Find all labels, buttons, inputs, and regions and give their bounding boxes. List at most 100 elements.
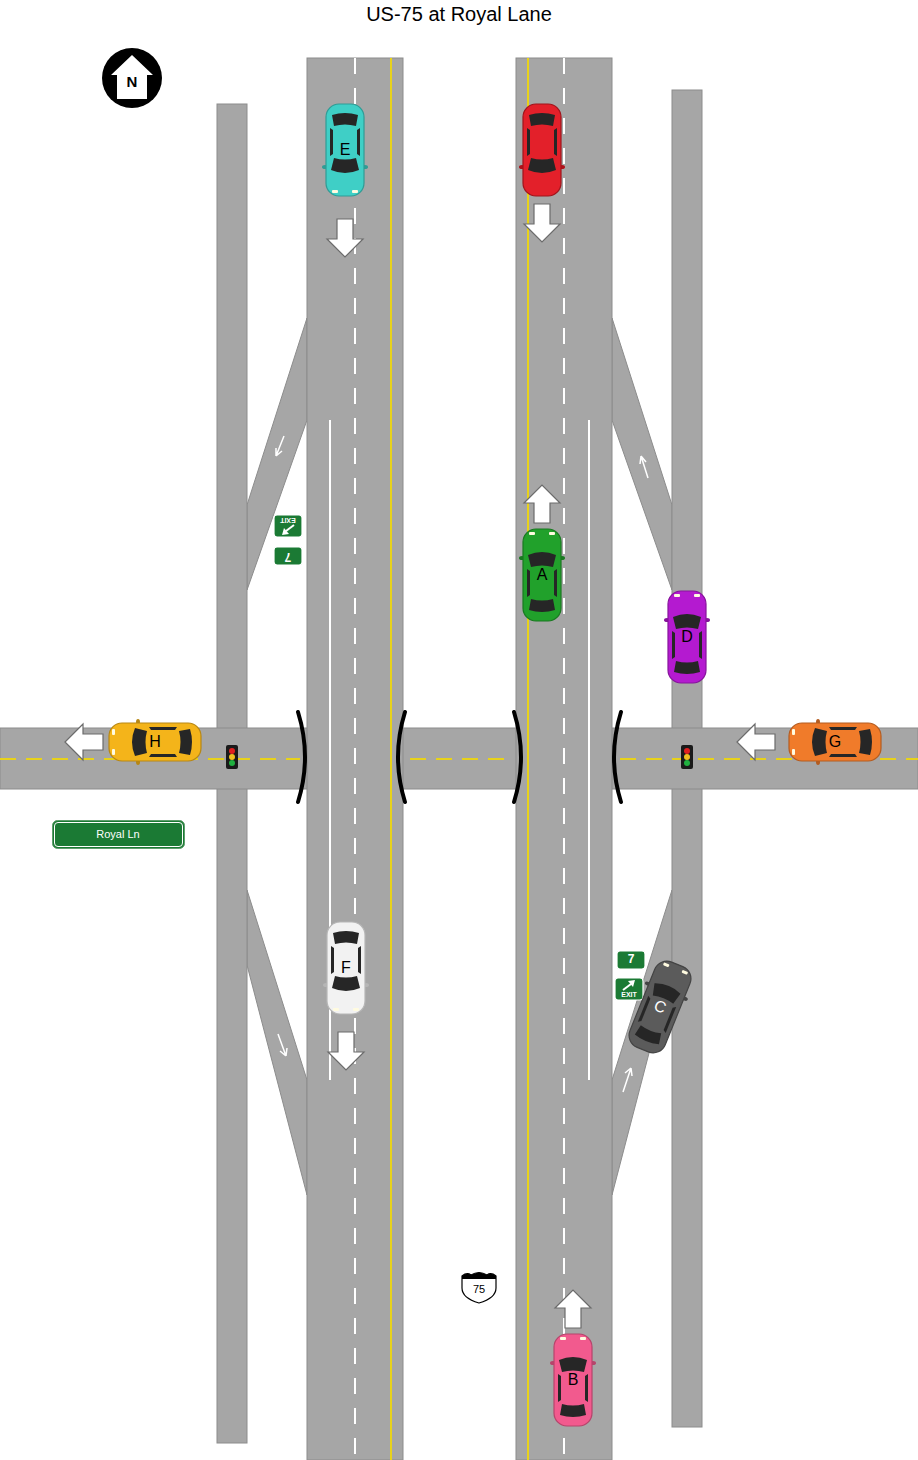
- shield-outline: [462, 1273, 496, 1304]
- car-letter: D: [681, 628, 693, 646]
- car-window: [560, 1404, 586, 1417]
- car-figure: [322, 104, 368, 196]
- car-light: [112, 749, 115, 755]
- lane-line: [588, 420, 590, 1080]
- ramp: [247, 318, 307, 590]
- car-window: [554, 569, 557, 597]
- car-body: [109, 723, 201, 761]
- exit-number-sign: 7: [616, 950, 646, 970]
- street-name: Royal Ln: [96, 828, 139, 840]
- car-light: [333, 1008, 339, 1011]
- car-body: [554, 1334, 592, 1426]
- car-window: [558, 1374, 561, 1402]
- car-marker: G: [787, 720, 883, 764]
- car-window: [330, 128, 333, 156]
- car-window: [529, 599, 555, 612]
- ramp-arrow: [276, 436, 284, 456]
- car-figure: [550, 1334, 596, 1426]
- ramp: [612, 318, 672, 590]
- car-window: [179, 729, 192, 755]
- car-figure: [109, 719, 201, 765]
- sign-panel: [615, 978, 643, 1000]
- car-window: [673, 614, 701, 629]
- car-window: [332, 976, 360, 991]
- car-window: [674, 661, 700, 674]
- car-window: [332, 113, 358, 126]
- route-number: 75: [473, 1283, 485, 1295]
- car-light: [332, 190, 338, 193]
- signal-light: [684, 748, 690, 754]
- car-letter: H: [149, 733, 161, 751]
- car-light: [792, 749, 795, 755]
- compass-disc: [102, 48, 162, 108]
- north-arrow: N: [101, 47, 163, 109]
- signal-light: [229, 748, 235, 754]
- ramp-arrow: [623, 1068, 632, 1092]
- car-body: [326, 104, 364, 196]
- signal-light: [229, 754, 235, 760]
- sign-border: [54, 822, 182, 846]
- ramp: [247, 890, 307, 1195]
- car-body: [327, 922, 365, 1014]
- car-window: [554, 128, 557, 156]
- bridge-bracket: [398, 712, 405, 802]
- traffic-signals: [226, 745, 693, 769]
- car-marker: E: [323, 102, 367, 198]
- car-light: [529, 532, 535, 535]
- road-surfaces: [0, 58, 918, 1460]
- car-letter: A: [537, 566, 548, 584]
- car-window: [638, 996, 651, 1023]
- bridge-brackets: [298, 712, 621, 802]
- sign-text: 7: [628, 953, 635, 966]
- sign-text: EXIT: [621, 991, 637, 999]
- sign-panel: [617, 951, 645, 969]
- car-window: [859, 729, 872, 755]
- direction-arrows: [65, 204, 775, 1328]
- ramp-arrow: [640, 456, 648, 478]
- traffic-signal: [681, 745, 693, 769]
- car-light: [549, 532, 555, 535]
- direction-arrow: [524, 204, 560, 242]
- highway-lanes: [516, 58, 612, 1460]
- sign-text: EXIT: [280, 516, 296, 524]
- highway-lanes: [307, 58, 403, 1460]
- car-letter: G: [829, 733, 841, 751]
- car-window: [132, 728, 147, 756]
- car-light: [792, 729, 795, 735]
- car-marker: B: [551, 1332, 595, 1428]
- car-marker: H: [107, 720, 203, 764]
- exit-number-sign: 7: [273, 546, 303, 566]
- car-window: [812, 728, 827, 756]
- yellow-line: [527, 58, 529, 1460]
- exit-sign: EXIT: [273, 514, 303, 538]
- car-body: [523, 104, 561, 196]
- car-window: [528, 158, 556, 173]
- car-window: [829, 754, 857, 757]
- car-window: [829, 727, 857, 730]
- sign-arrow-head: [282, 528, 289, 535]
- car-window: [634, 1024, 663, 1046]
- shield-band: [462, 1273, 496, 1280]
- car-window: [358, 946, 361, 974]
- signal-light: [684, 754, 690, 760]
- signal-light: [684, 760, 690, 766]
- car-window: [331, 946, 334, 974]
- car-figure: [323, 922, 369, 1014]
- car-body: [625, 957, 695, 1057]
- direction-arrow: [65, 724, 103, 760]
- yellow-dash: [410, 758, 510, 760]
- direction-arrow: [737, 724, 775, 760]
- lane-dash: [563, 58, 565, 1460]
- ramp-arrows: [276, 436, 648, 1092]
- shield-figure: [462, 1273, 496, 1304]
- car-window: [672, 631, 675, 659]
- car-window: [357, 128, 360, 156]
- direction-arrow: [555, 1290, 591, 1328]
- car-light: [352, 190, 358, 193]
- sign-arrow: [286, 525, 294, 531]
- sign-arrow-head: [628, 980, 635, 987]
- car-window: [149, 754, 177, 757]
- car-light: [353, 1008, 359, 1011]
- bridge-bracket: [514, 712, 521, 802]
- car-body: [523, 529, 561, 621]
